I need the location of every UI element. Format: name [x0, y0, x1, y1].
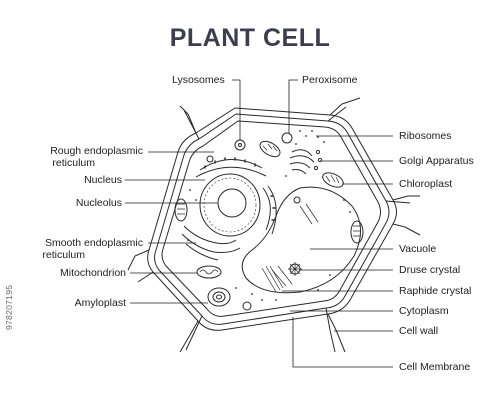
golgi-apparatus [289, 149, 315, 175]
diagram-title: PLANT CELL [169, 24, 331, 52]
raphide-crystal [261, 265, 284, 293]
cell-wall-middle [154, 113, 390, 325]
lysosome [234, 139, 246, 151]
label-peroxisome: Peroxisome [302, 74, 358, 86]
label-mitochondrion: Mitochondrion [60, 267, 126, 279]
wall-ext-right-a [385, 195, 420, 204]
wall-ext-top-left [179, 105, 200, 140]
label-cell-wall: Cell wall [399, 325, 439, 337]
label-lysosomes: Lysosomes [172, 74, 225, 86]
wall-ext-left [127, 249, 154, 283]
cell-membrane [161, 120, 381, 317]
stock-watermark: 978207195 [4, 284, 14, 330]
label-ribosomes: Ribosomes [399, 130, 452, 142]
label-golgi-apparatus: Golgi Apparatus [399, 155, 474, 167]
label-smooth-er-line1: Smooth endoplasmic [44, 237, 143, 249]
rough-er [195, 159, 277, 235]
chloroplast-left [174, 198, 188, 222]
label-amyloplast: Amyloplast [74, 297, 126, 309]
nucleolus [217, 188, 247, 218]
ribosome-dots [187, 130, 351, 301]
label-druse-crystal: Druse crystal [399, 264, 461, 276]
label-cell-membrane: Cell Membrane [399, 361, 471, 373]
wall-ext-right-b [392, 223, 421, 236]
label-nucleolus: Nucleolus [75, 197, 122, 209]
chloroplast [322, 172, 344, 188]
label-vacuole: Vacuole [399, 243, 437, 255]
label-smooth-er-line2: reticulum [42, 249, 85, 261]
label-raphide-crystal: Raphide crystal [399, 285, 472, 297]
label-chloroplast: Chloroplast [399, 178, 453, 190]
wall-ext-bottom-right [325, 307, 346, 353]
label-rough-er-line2: reticulum [52, 157, 95, 169]
wall-ext-top-right [327, 97, 361, 122]
label-cytoplasm: Cytoplasm [399, 305, 449, 317]
label-rough-er-line1: Rough endoplasmic [50, 145, 143, 157]
chloroplast-right [350, 220, 364, 244]
wall-ext-bottom-left [179, 315, 203, 353]
cell-wall-outer [147, 107, 397, 331]
smooth-er [181, 225, 241, 261]
nucleus [199, 173, 261, 237]
mitochondrion [196, 265, 222, 279]
mitochondrion-top [259, 140, 281, 158]
peroxisome [281, 132, 293, 144]
label-nucleus: Nucleus [84, 174, 122, 186]
amyloplast [207, 287, 231, 307]
